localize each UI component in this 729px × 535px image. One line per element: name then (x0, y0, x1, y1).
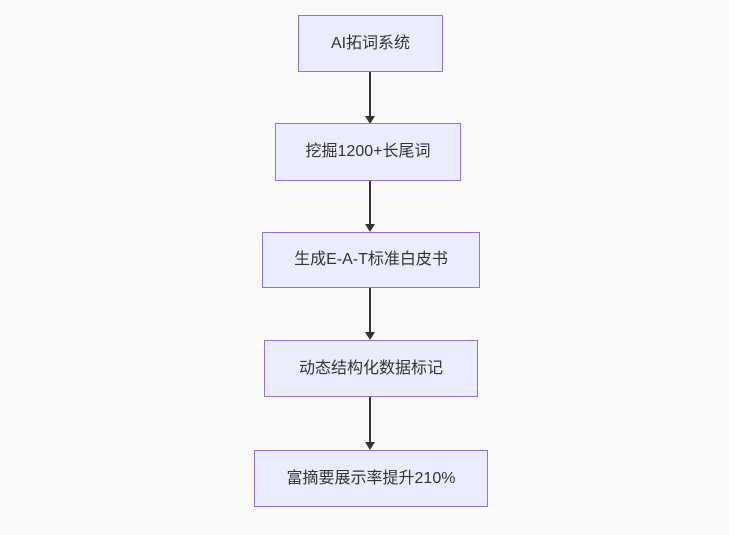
flow-node-longtail-mining: 挖掘1200+长尾词 (275, 123, 461, 181)
flow-node-label: 生成E-A-T标准白皮书 (294, 251, 448, 269)
arrow-head-down-icon (365, 224, 375, 232)
flow-arrow-1 (365, 72, 375, 124)
flow-node-rich-snippet-result: 富摘要展示率提升210% (254, 450, 488, 507)
flow-arrow-2 (365, 181, 375, 232)
flow-node-label: 挖掘1200+长尾词 (305, 143, 431, 161)
arrow-line (369, 181, 371, 226)
arrow-head-down-icon (365, 442, 375, 450)
flow-node-eat-whitepaper: 生成E-A-T标准白皮书 (262, 232, 480, 288)
flow-node-label: 富摘要展示率提升210% (286, 469, 456, 487)
flow-node-ai-keyword-system: AI拓词系统 (298, 15, 443, 72)
arrow-line (369, 397, 371, 444)
arrow-head-down-icon (365, 332, 375, 340)
flow-node-label: 动态结构化数据标记 (298, 359, 443, 377)
flow-arrow-3 (365, 288, 375, 340)
flow-node-label: AI拓词系统 (330, 34, 411, 52)
flow-arrow-4 (365, 397, 375, 450)
arrow-line (369, 288, 371, 334)
arrow-line (369, 72, 371, 118)
arrow-head-down-icon (365, 116, 375, 124)
flow-node-structured-data-markup: 动态结构化数据标记 (264, 340, 478, 397)
